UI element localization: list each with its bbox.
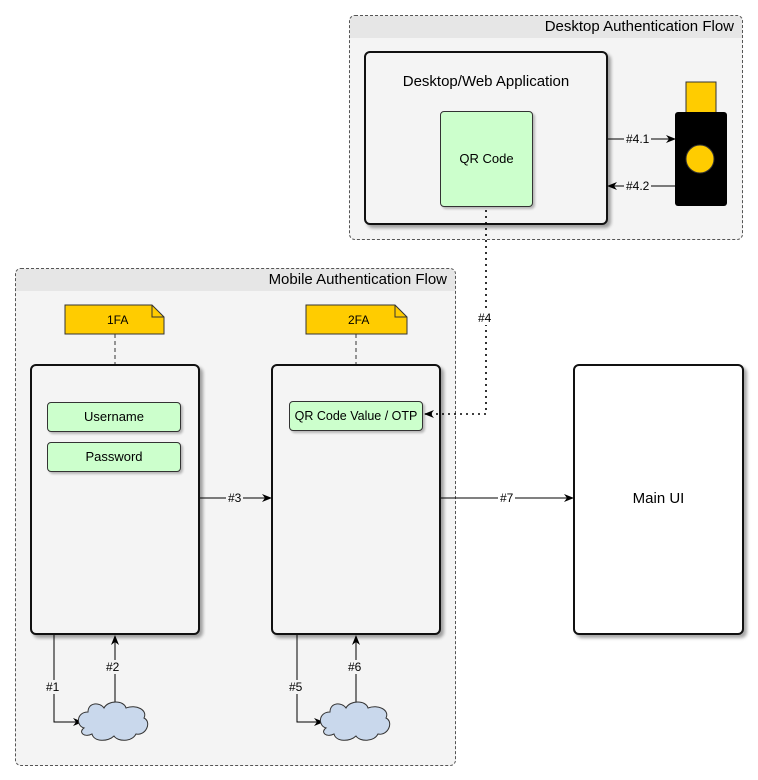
note-2fa-label: 2FA [348, 313, 370, 327]
desktop-auth-title: Desktop Authentication Flow [350, 16, 742, 38]
cloud-icon [78, 701, 149, 741]
note-1fa-label: 1FA [107, 313, 129, 327]
note-1fa [64, 304, 165, 364]
password-label: Password [85, 449, 143, 464]
username-field[interactable]: Username [47, 402, 181, 432]
edge-1 [53, 635, 83, 726]
usb-security-key-icon [675, 81, 727, 206]
edge-6-label: #6 [346, 660, 364, 674]
qr-code-box: QR Code [440, 111, 533, 207]
qr-value-otp-field[interactable]: QR Code Value / OTP [289, 401, 423, 431]
note-2fa [305, 304, 408, 364]
qr-value-otp-label: QR Code Value / OTP [294, 409, 418, 423]
edge-7-label: #7 [498, 491, 516, 505]
edge-4-1-label: #4.1 [624, 132, 652, 146]
desktop-app-title: Desktop/Web Application [402, 73, 570, 90]
qr-code-label: QR Code [459, 151, 514, 166]
cloud-icon [320, 701, 391, 741]
edge-4-2-label: #4.2 [624, 179, 652, 193]
password-field[interactable]: Password [47, 442, 181, 472]
edge-5 [296, 635, 324, 726]
username-label: Username [84, 409, 144, 424]
edge-4-label: #4 [476, 311, 494, 325]
edge-4 [424, 210, 487, 418]
main-ui-box: Main UI [573, 364, 744, 635]
edge-5-label: #5 [287, 680, 305, 694]
main-ui-label: Main UI [632, 490, 685, 507]
edge-2-label: #2 [104, 660, 122, 674]
edge-1-label: #1 [44, 680, 62, 694]
edge-3-label: #3 [226, 491, 244, 505]
mobile-auth-title: Mobile Authentication Flow [16, 269, 455, 291]
